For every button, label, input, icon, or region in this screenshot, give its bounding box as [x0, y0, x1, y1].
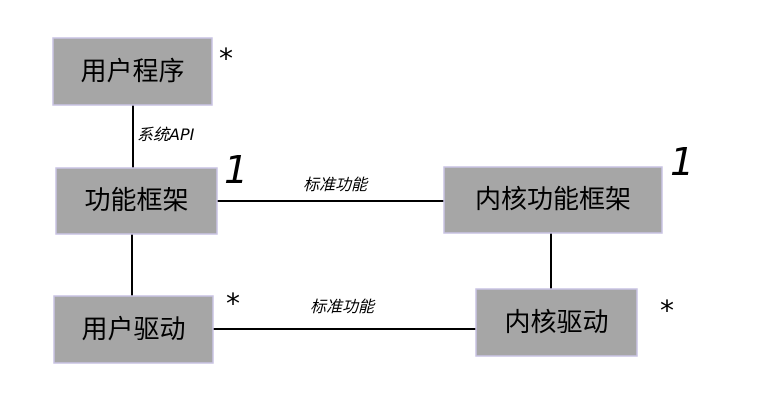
- node-func-framework-label: 功能框架: [84, 186, 188, 216]
- node-kernel-func-framework-box: [443, 166, 663, 234]
- node-user-program-box: [52, 37, 213, 106]
- edge-label-system-api: 系统API: [137, 125, 195, 144]
- node-kernel-func-framework-label: 内核功能框架: [475, 185, 631, 215]
- node-user-driver[interactable]: 用户驱动: [53, 295, 214, 364]
- node-func-framework[interactable]: 功能框架: [55, 167, 218, 235]
- node-kernel-driver-label: 内核驱动: [504, 308, 608, 338]
- node-kernel-func-framework[interactable]: 内核功能框架: [443, 166, 663, 234]
- multiplicity-func-framework: 1: [224, 148, 248, 192]
- node-user-program-label: 用户程序: [80, 57, 184, 87]
- edge-label-standard-function-top: 标准功能: [303, 175, 369, 194]
- node-user-driver-label: 用户驱动: [81, 315, 185, 345]
- node-user-program[interactable]: 用户程序: [52, 37, 213, 106]
- node-kernel-driver-box: [475, 288, 638, 357]
- node-user-driver-box: [53, 295, 214, 364]
- node-func-framework-box: [55, 167, 218, 235]
- node-kernel-driver[interactable]: 内核驱动: [475, 288, 638, 357]
- edge-label-standard-function-bottom: 标准功能: [310, 297, 376, 316]
- multiplicity-kernel-func-framework: 1: [670, 140, 694, 184]
- multiplicity-kernel-driver: *: [660, 294, 674, 327]
- multiplicity-user-program: *: [219, 42, 233, 75]
- multiplicity-user-driver: *: [226, 287, 240, 320]
